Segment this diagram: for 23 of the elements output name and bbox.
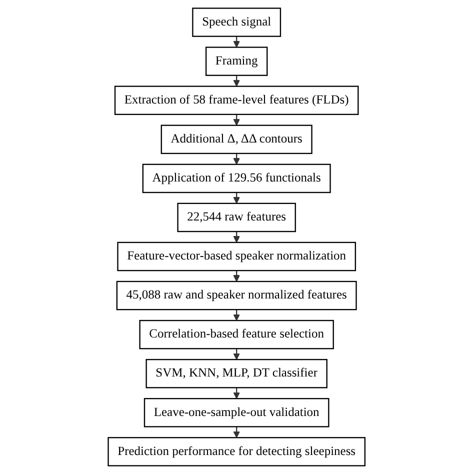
arrow (234, 114, 240, 126)
node-box: Feature-vector-based speaker normalization (118, 242, 356, 272)
node-box: Prediction performance for detecting sleepiness (108, 437, 366, 466)
node-box: 22,544 raw features (178, 202, 296, 232)
node-box: Framing (206, 46, 268, 76)
arrow (234, 348, 240, 360)
arrow (234, 232, 240, 243)
arrow (234, 36, 240, 48)
arrow (234, 153, 240, 165)
node-box: Leave-one-sample-out validation (144, 398, 330, 428)
arrow (234, 310, 240, 321)
node-box: SVM, KNN, MLP, DT classifier (146, 358, 328, 388)
arrow (234, 388, 240, 399)
arrow (234, 192, 240, 204)
node-box: Application of 129.56 functionals (142, 164, 332, 194)
arrow (234, 426, 240, 438)
node-box: Extraction of 58 frame-level features (FLDs) (114, 86, 360, 116)
arrow (234, 270, 240, 282)
node-box: 45,088 raw and speaker normalized features (116, 280, 358, 310)
node-box: Speech signal (192, 8, 282, 37)
node-box: Additional Δ, ΔΔ contours (161, 124, 313, 154)
node-box: Correlation-based feature selection (140, 320, 334, 350)
arrow (234, 75, 240, 87)
